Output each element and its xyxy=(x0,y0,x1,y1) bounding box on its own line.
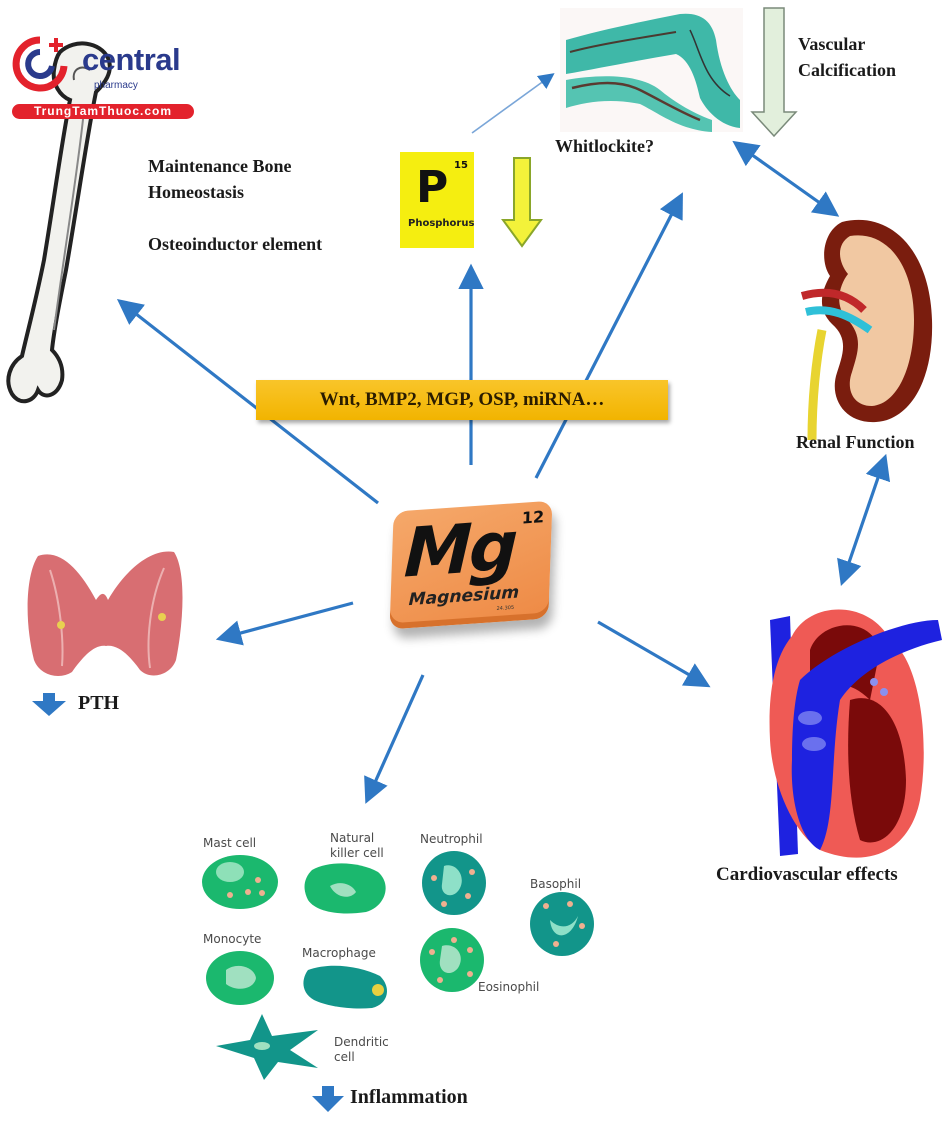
arrow-mg-to-bone xyxy=(116,299,379,505)
logo-mark-icon xyxy=(12,36,68,92)
vascular-label-line2: Calcification xyxy=(798,60,896,80)
arrow-mg-to-heart xyxy=(597,620,711,688)
monocyte-icon xyxy=(206,951,274,1005)
arrow-mg-to-immune xyxy=(364,674,425,804)
arrow-vascular-kidney xyxy=(732,140,840,217)
cell-label-nk-line2: killer cell xyxy=(330,846,384,860)
cell-label-neutrophil: Neutrophil xyxy=(420,832,483,846)
cell-label-eosinophil: Eosinophil xyxy=(478,980,540,994)
cell-label-mast: Mast cell xyxy=(203,836,257,850)
macrophage-icon xyxy=(303,965,387,1009)
logo-tagline: pharmacy xyxy=(94,80,138,91)
phosphorus-name: Phosphorus xyxy=(408,218,475,229)
arrow-mg-to-vascular xyxy=(534,192,683,479)
pth-caption: PTH xyxy=(78,692,120,714)
dendritic-cell-icon xyxy=(216,1014,318,1080)
pharmacy-logo[interactable]: central pharmacy TrungTamThuoc.com xyxy=(8,34,194,120)
bone-label-homeostasis: Homeostasis xyxy=(148,182,244,202)
kidney-caption: Renal Function xyxy=(796,432,915,452)
cell-label-dendritic-line1: Dendritic xyxy=(334,1035,389,1049)
phosphorus-symbol: P xyxy=(416,162,449,213)
vascular-caption: Whitlockite? xyxy=(555,136,654,156)
arrow-mg-to-thyroid xyxy=(215,601,354,646)
cell-label-monocyte: Monocyte xyxy=(203,932,262,946)
phosphorus-tile: P 15 Phosphorus xyxy=(400,152,474,248)
cell-label-nk-line1: Natural xyxy=(330,831,375,845)
arrow-kidney-heart xyxy=(837,453,891,587)
cell-label-macrophage: Macrophage xyxy=(302,946,376,960)
cell-label-basophil: Basophil xyxy=(530,877,582,891)
inflammation-caption: Inflammation xyxy=(350,1086,468,1108)
bone-label-osteoinductor: Osteoinductor element xyxy=(148,234,323,254)
bone-label-maintenance: Maintenance Bone xyxy=(148,156,292,176)
phosphorus-atomic-number: 15 xyxy=(454,160,468,171)
vascular-label-line1: Vascular xyxy=(798,34,866,54)
eosinophil-icon xyxy=(420,928,484,992)
mast-cell-icon xyxy=(202,855,278,909)
logo-site-url[interactable]: TrungTamThuoc.com xyxy=(12,104,194,119)
heart-caption: Cardiovascular effects xyxy=(716,864,898,885)
cell-label-dendritic-line2: cell xyxy=(334,1050,355,1064)
natural-killer-cell-icon xyxy=(304,863,386,914)
arrow-phosphorus-to-vascular xyxy=(471,73,555,134)
logo-brand: central xyxy=(82,42,181,77)
neutrophil-icon xyxy=(422,851,486,915)
banner-text: Wnt, BMP2, MGP, OSP, miRNA… xyxy=(319,389,605,410)
signaling-pathways-banner: Wnt, BMP2, MGP, OSP, miRNA… xyxy=(256,380,668,420)
basophil-icon xyxy=(530,892,594,956)
